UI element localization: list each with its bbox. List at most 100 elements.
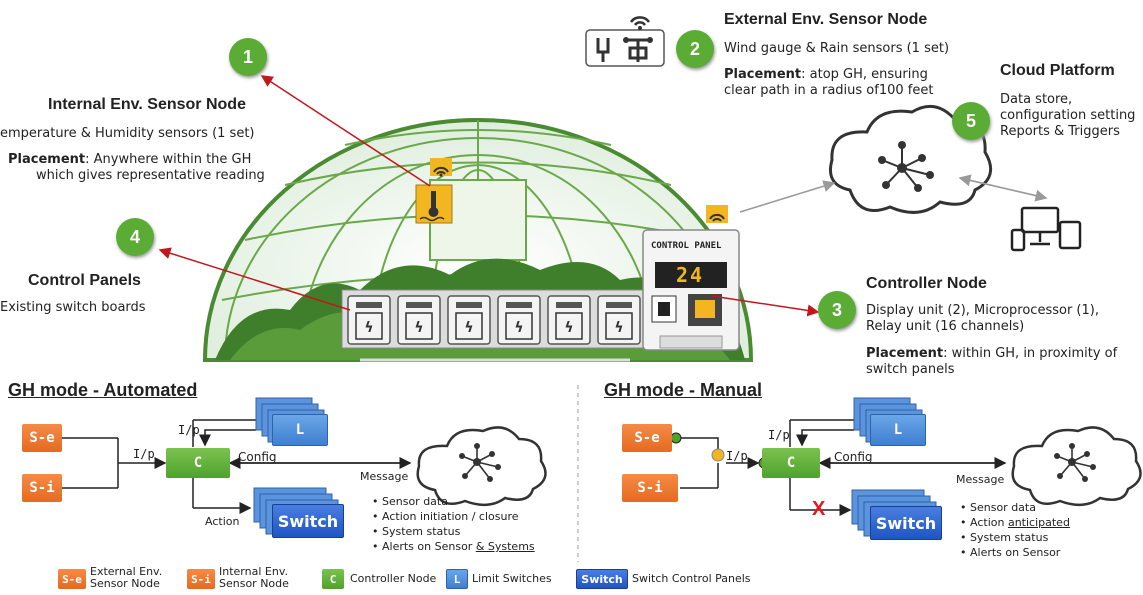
- automated-bullet-2: Action initiation / closure: [382, 510, 519, 523]
- external-node-line1: Wind gauge & Rain sensors (1 set): [724, 41, 950, 56]
- cloud-line3: Reports & Triggers: [1000, 124, 1120, 139]
- internal-node-placement2: which gives representative reading: [36, 168, 265, 183]
- automated-c-box: C: [166, 448, 230, 478]
- controller-device: [642, 229, 740, 351]
- control-panel-display: 24: [676, 263, 705, 287]
- automated-bullet-4: Alerts on Sensor: [382, 540, 476, 553]
- manual-message: Message: [956, 473, 1005, 486]
- manual-switch-open-dot: [711, 448, 725, 462]
- manual-x-mark: X: [812, 498, 826, 520]
- automated-bullets: • Sensor data • Action initiation / clos…: [372, 494, 535, 554]
- control-panel-device-title: CONTROL PANEL: [651, 241, 722, 251]
- devices-icon: [1010, 206, 1082, 252]
- controller-placement-text: : within GH, in proximity of: [943, 346, 1118, 361]
- legend-si-text: Internal Env. Sensor Node: [219, 566, 289, 590]
- badge-4-number: 4: [129, 226, 140, 247]
- automated-l-box: L: [272, 414, 328, 446]
- badge-3: 3: [818, 291, 856, 329]
- manual-se-box: S-e: [622, 424, 672, 452]
- manual-bullets: • Sensor data • Action anticipated • Sys…: [960, 500, 1070, 560]
- automated-message: Message: [360, 470, 409, 483]
- badge-2-number: 2: [689, 38, 700, 59]
- automated-ip2: I/p: [133, 447, 155, 461]
- controller-node-title: Controller Node: [866, 275, 987, 292]
- legend-si-line1: Internal Env.: [219, 565, 288, 578]
- svg-text:ϟ: ϟ: [414, 320, 423, 336]
- legend-l-text: Limit Switches: [472, 572, 552, 585]
- automated-se-box: S-e: [22, 424, 62, 452]
- controller-node-placement2: switch panels: [866, 362, 955, 377]
- automated-ip1: I/p: [178, 423, 200, 437]
- legend-l-tag: L: [446, 569, 468, 589]
- internal-placement-text: : Anywhere within the GH: [85, 152, 252, 167]
- badge-5: 5: [952, 102, 990, 140]
- automated-action: Action: [205, 515, 240, 528]
- manual-bullet-4: Alerts on Sensor: [970, 546, 1061, 559]
- manual-flow-lines: [680, 419, 1007, 516]
- automated-bullet-3: System status: [382, 525, 461, 538]
- automated-switch-box: Switch: [272, 504, 344, 538]
- automated-config: Config: [238, 450, 277, 464]
- manual-si-box: S-i: [622, 474, 678, 502]
- external-placement-label: Placement: [724, 67, 802, 82]
- manual-bullet-2-prefix: Action: [970, 516, 1008, 529]
- automated-bullet: • Alerts on Sensor & Systems: [372, 540, 535, 553]
- automated-mode-title: GH mode - Automated: [8, 380, 198, 400]
- legend-switch-text: Switch Control Panels: [632, 572, 751, 585]
- stacked-blue-shadows: [253, 397, 937, 537]
- manual-ip1: I/p: [768, 428, 790, 442]
- controller-wifi-icon: [706, 205, 728, 223]
- internal-node-title: Internal Env. Sensor Node: [48, 96, 246, 113]
- manual-bullet-3: System status: [970, 531, 1049, 544]
- manual-bullet: • Action anticipated: [960, 516, 1070, 529]
- cloud-title: Cloud Platform: [1000, 62, 1115, 79]
- manual-se-connector: [670, 432, 682, 444]
- controller-node-line1: Display unit (2), Microprocessor (1),: [866, 303, 1099, 318]
- automated-si-box: S-i: [22, 474, 62, 502]
- legend-se-line2: Sensor Node: [90, 577, 160, 590]
- automated-bullet-4-underlined: & Systems: [475, 540, 535, 553]
- manual-bullet: • Alerts on Sensor: [960, 546, 1061, 559]
- external-node-title: External Env. Sensor Node: [724, 11, 928, 28]
- controller-node-line2: Relay unit (16 channels): [866, 319, 1025, 334]
- cloud-line2: configuration setting: [1000, 108, 1136, 123]
- automated-bullet: • System status: [372, 525, 461, 538]
- badge-1-number: 1: [242, 46, 253, 67]
- automated-cloud-icon: [416, 426, 547, 507]
- svg-text:ϟ: ϟ: [514, 320, 523, 336]
- legend-se-line1: External Env.: [90, 565, 163, 578]
- internal-node-placement: Placement: Anywhere within the GH: [8, 152, 251, 168]
- badge-1: 1: [229, 38, 267, 76]
- automated-bullet: • Sensor data: [372, 495, 448, 508]
- legend-si-tag: S-i: [187, 569, 215, 589]
- controller-node-placement: Placement: within GH, in proximity of: [866, 346, 1117, 362]
- internal-placement-label: Placement: [8, 152, 86, 167]
- automated-flow-lines: [62, 419, 412, 514]
- internal-node-line1: emperature & Humidity sensors (1 set): [0, 126, 255, 141]
- control-panels-title: Control Panels: [28, 272, 141, 289]
- automated-bullet: • Action initiation / closure: [372, 510, 519, 523]
- automated-bullet-1: Sensor data: [382, 495, 448, 508]
- manual-cloud-icon: [1011, 426, 1142, 507]
- svg-text:ϟ: ϟ: [464, 320, 473, 336]
- legend-c-text: Controller Node: [350, 572, 437, 585]
- manual-config: Config: [834, 450, 873, 464]
- manual-bullet-2-underlined: anticipated: [1007, 516, 1070, 529]
- badge-4: 4: [116, 218, 154, 256]
- manual-bullet: • System status: [960, 531, 1049, 544]
- controller-placement-label: Placement: [866, 346, 944, 361]
- legend-c-tag: C: [322, 569, 344, 589]
- internal-sensor-icon: [415, 158, 453, 224]
- svg-text:ϟ: ϟ: [614, 320, 623, 336]
- badge-2: 2: [676, 30, 714, 68]
- manual-bullet: • Sensor data: [960, 501, 1036, 514]
- manual-c-box: C: [762, 448, 820, 478]
- badge-3-number: 3: [831, 299, 842, 320]
- legend-si-line2: Sensor Node: [219, 577, 289, 590]
- manual-ip2: I/p: [726, 449, 748, 463]
- legend-se-text: External Env. Sensor Node: [90, 566, 162, 590]
- svg-text:ϟ: ϟ: [564, 320, 573, 336]
- external-node-placement: Placement: atop GH, ensuring: [724, 67, 928, 83]
